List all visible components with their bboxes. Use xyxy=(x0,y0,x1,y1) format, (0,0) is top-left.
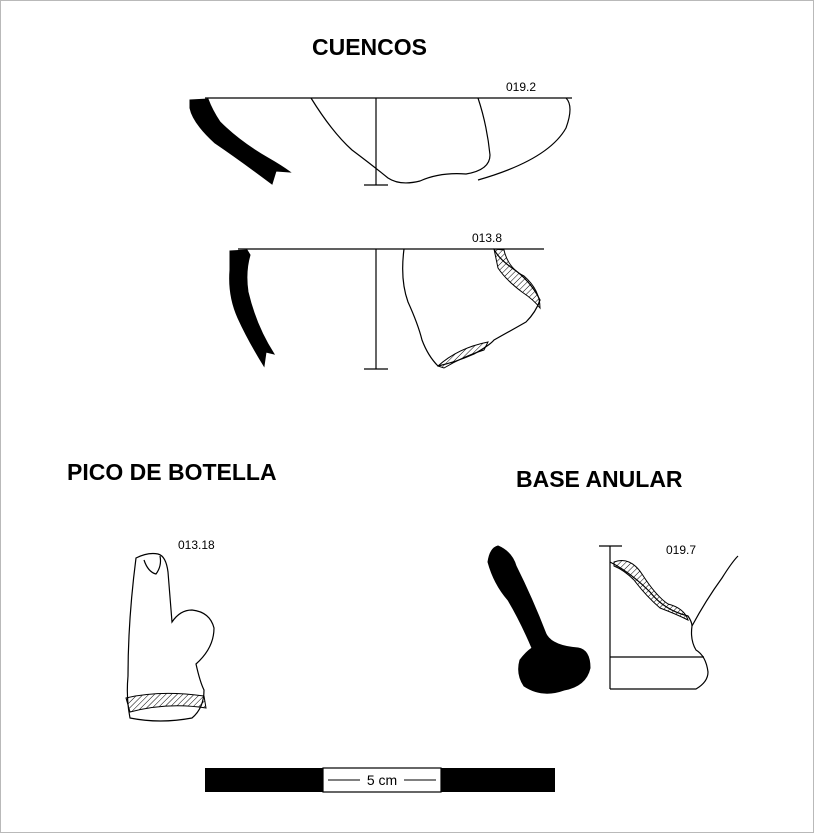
bowl-2-label: 013.8 xyxy=(472,231,502,245)
scale-bar-label: 5 cm xyxy=(367,772,397,788)
ring-base-label: 019.7 xyxy=(666,543,696,557)
bowl-1-sherd-outline xyxy=(310,97,491,184)
heading-base-anular: BASE ANULAR xyxy=(516,466,683,492)
bottle-spout-hatched-band xyxy=(125,692,207,713)
bottle-spout-lip xyxy=(143,555,162,575)
bowl-1-drawing: 019.2 xyxy=(189,80,572,186)
bowl-2-drawing: 013.8 xyxy=(229,231,544,370)
bottle-spout-drawing: 013.18 xyxy=(125,538,215,722)
scale-bar-black-left xyxy=(205,768,323,792)
bowl-2-profile-section xyxy=(229,249,276,368)
scale-bar-black-right xyxy=(441,768,555,792)
heading-pico-de-botella: PICO DE BOTELLA xyxy=(67,459,277,485)
bowl-1-exterior-curve xyxy=(477,97,571,181)
ring-base-outer-contour xyxy=(610,555,739,690)
ring-base-hatched-break xyxy=(613,560,689,621)
ring-base-profile-section xyxy=(487,545,591,694)
scale-bar: 5 cm xyxy=(205,767,555,793)
bottle-spout-label: 013.18 xyxy=(178,538,215,552)
bowl-1-profile-section xyxy=(189,98,292,185)
bowl-2-hatched-break-base xyxy=(437,341,489,369)
bowl-1-label: 019.2 xyxy=(506,80,536,94)
ring-base-drawing: 019.7 xyxy=(487,543,739,694)
bowl-2-hatched-break-rim xyxy=(493,248,541,310)
heading-cuencos: CUENCOS xyxy=(312,34,427,60)
